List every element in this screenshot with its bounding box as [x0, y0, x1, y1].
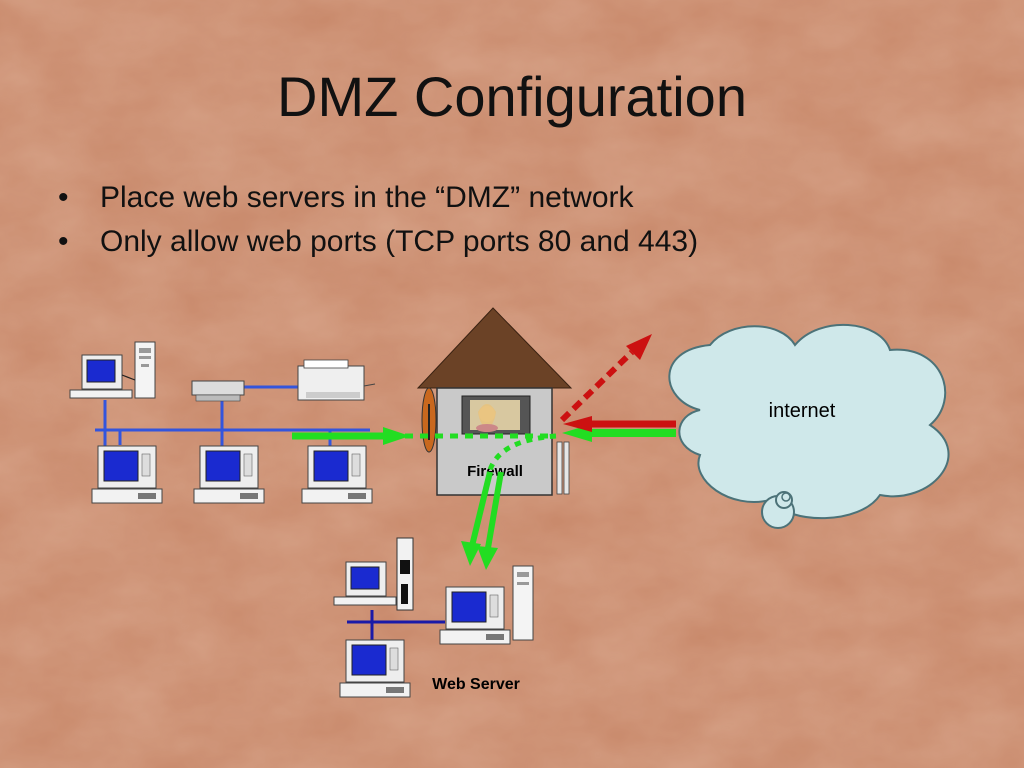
bullet-icon: •: [58, 181, 69, 214]
bullet-list: • Place web servers in the “DMZ” network…: [58, 176, 698, 264]
bullet-item: • Only allow web ports (TCP ports 80 and…: [58, 220, 698, 264]
workstation-with-tower: [69, 341, 156, 399]
bullet-item: • Place web servers in the “DMZ” network: [58, 176, 698, 220]
hub-device: [191, 380, 245, 402]
firewall: [416, 307, 573, 496]
web-server: [439, 565, 534, 645]
allowed-traffic-to-dmz: [461, 471, 504, 570]
internet-label: internet: [769, 400, 836, 422]
lan-computer: [301, 445, 373, 504]
bullet-text: Place web servers in the “DMZ” network: [100, 181, 634, 214]
internet-cloud: [668, 324, 950, 529]
bullet-icon: •: [58, 225, 69, 258]
lan-computer: [91, 445, 163, 504]
slide-title: DMZ Configuration: [277, 65, 747, 128]
lan-computer: [193, 445, 265, 504]
lan-segment: [69, 341, 376, 504]
blocked-traffic-inbound: [563, 416, 676, 432]
firewall-label: Firewall: [467, 463, 523, 480]
bullet-text: Only allow web ports (TCP ports 80 and 4…: [100, 225, 699, 258]
dmz-computer: [339, 639, 411, 698]
allowed-traffic-lan-to-firewall: [292, 427, 555, 445]
blocked-traffic-outbound: [559, 334, 652, 423]
dmz-segment: [333, 537, 534, 698]
web-server-label: Web Server: [432, 676, 520, 693]
printer: [297, 359, 376, 401]
dmz-computer: [333, 537, 414, 611]
dotted-path-to-dmz: [487, 433, 557, 471]
